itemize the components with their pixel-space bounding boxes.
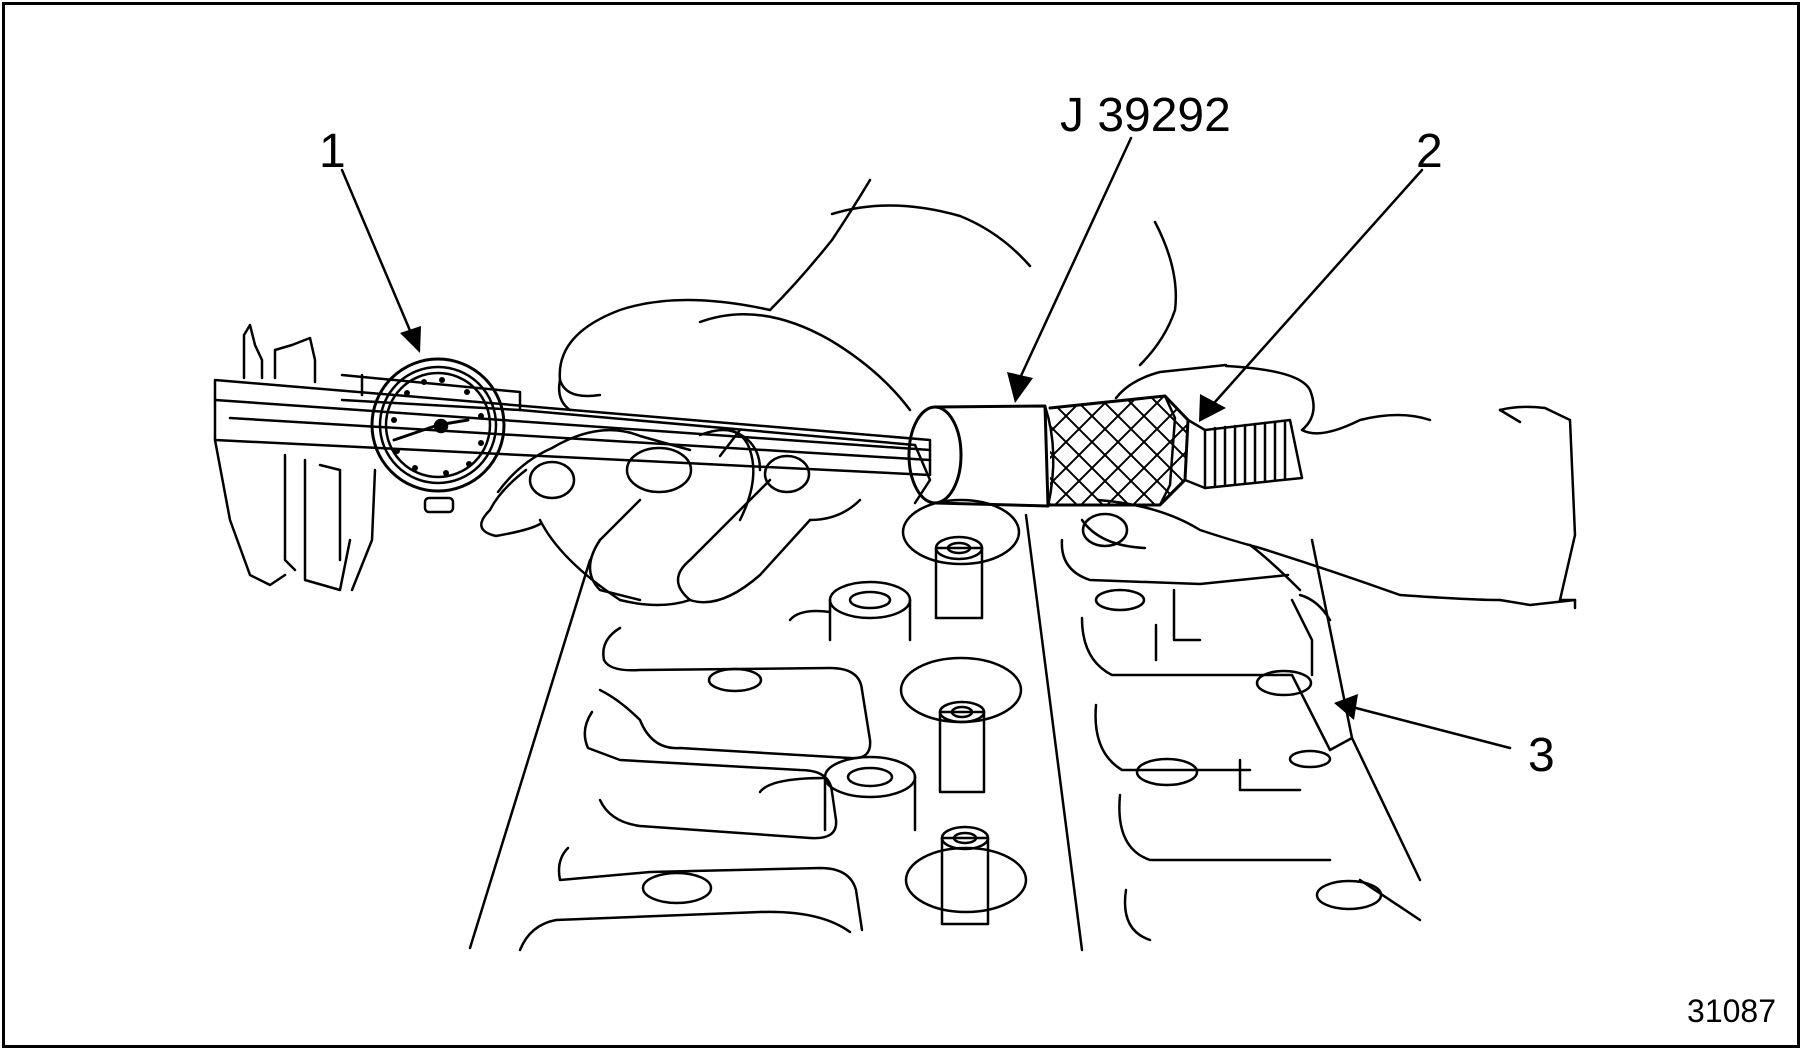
- callout-1: 1: [319, 125, 346, 178]
- threaded-end: [1183, 418, 1304, 490]
- leader-3: [1350, 705, 1512, 750]
- callout-2: 2: [1416, 125, 1443, 178]
- upper-hand: [557, 178, 1228, 412]
- leader-2: [1213, 168, 1424, 404]
- leader-j39292: [1018, 136, 1133, 380]
- knurled-handle: [1048, 394, 1190, 507]
- leader-lines: [340, 136, 1512, 750]
- right-hand: [1080, 364, 1577, 622]
- callout-3: 3: [1528, 729, 1555, 782]
- callout-tool-number: J 39292: [1060, 89, 1231, 142]
- cylinder-head: [468, 498, 1422, 952]
- figure-number: 31087: [1687, 993, 1776, 1029]
- leader-1: [340, 168, 416, 342]
- dial-caliper: [213, 323, 932, 592]
